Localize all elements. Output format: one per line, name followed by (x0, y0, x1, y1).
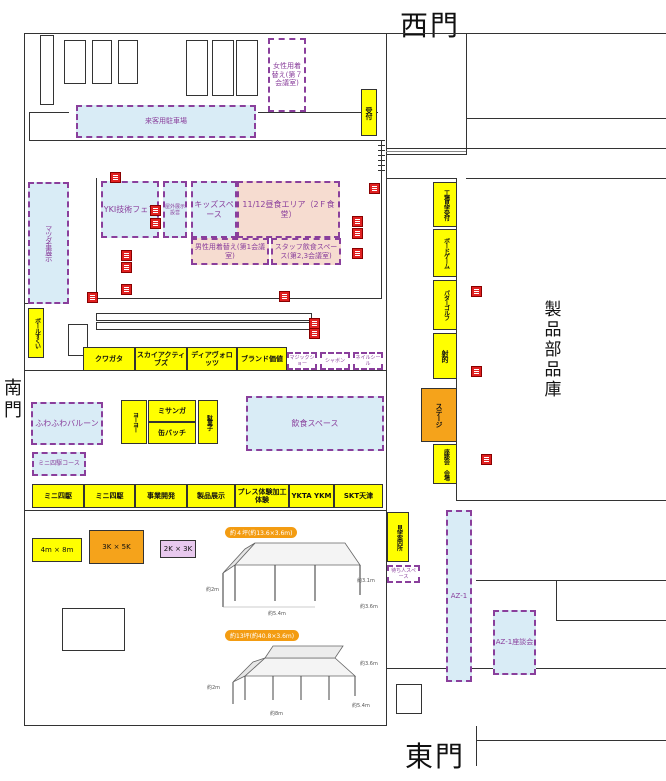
extinguisher-icon (352, 248, 363, 259)
reception-booth: 受付 (361, 89, 377, 136)
extinguisher-icon (481, 454, 492, 465)
booth-row-item: ミニ四駆 (32, 484, 84, 508)
tent-3x5-legend: 3K × 5K (89, 530, 144, 564)
tent-2x3-legend: 2K × 3K (160, 540, 196, 558)
tent1-dim: 約3.6m (360, 604, 378, 610)
puffy-balloon-zone: ふわふわバルーン (31, 402, 103, 445)
shooting-booth: 射的 (433, 333, 457, 379)
mazda-exhibit-zone: マツダ車展示 (28, 182, 69, 304)
extinguisher-icon (352, 228, 363, 239)
extinguisher-icon (150, 205, 161, 216)
west-gate-label: 西門 (400, 9, 461, 42)
tent-4x8-legend: 4m × 8m (32, 538, 82, 562)
booth-row-item: ミニ四駆 (84, 484, 135, 508)
booth-row-item: プレス体験加工体験 (235, 484, 289, 508)
extinguisher-icon (121, 262, 132, 273)
tent2-label: 約13坪(約40.8×3.6m) (225, 630, 300, 641)
extinguisher-icon (150, 218, 161, 229)
extinguisher-icon (471, 286, 482, 297)
extinguisher-icon (309, 328, 320, 339)
staff-eating-zone: スタッフ飲食スペース(第2,3会議室) (271, 238, 341, 265)
tent2-dim: 約8m (270, 711, 284, 717)
tiny-zone-3: ネイルシール (353, 352, 383, 370)
tent1-dim: 約5.4m (268, 611, 286, 617)
extinguisher-icon (110, 172, 121, 183)
candy-booth: 駄菓子 (198, 400, 218, 444)
tent2-dim: 約2m (207, 685, 221, 691)
booth-row-item: 製品展示 (187, 484, 235, 508)
tent2-dim: 約5.4m (352, 703, 370, 709)
booth-row-item: SKT天津 (334, 484, 383, 508)
factory-tour-reception-booth: 工場見学受付 (433, 182, 457, 227)
tent2-diagram (232, 645, 357, 704)
warehouse-label: 製品部品庫 (544, 300, 562, 400)
tent1-label: 約４坪(約13.6×3.6m) (225, 527, 298, 538)
east-gate-label: 東門 (405, 740, 466, 773)
tent2-dim: 約3.6m (360, 661, 378, 667)
stage-booth: ステージ (421, 388, 457, 442)
booth-row-item: 事業開発 (135, 484, 187, 508)
extinguisher-icon (121, 284, 132, 295)
kuwagata-booth: クワガタ (83, 347, 135, 371)
visitor-parking-zone: 来客用駐車場 (76, 105, 256, 138)
yoyo-booth: ヨーヨー (121, 400, 147, 444)
brand-value-booth: ブランド価値 (237, 347, 287, 371)
ball-toss-booth: ボールすくい (28, 308, 44, 358)
extinguisher-icon (471, 366, 482, 377)
womens-changing-zone: 女性用着替え(第７会議室) (268, 38, 306, 112)
tiny-zone-2: シャボン (320, 352, 350, 370)
skyactives-booth: スカイアクティブズ (135, 347, 187, 371)
az1-top-zone: AZ-1 (446, 510, 472, 682)
eating-space-zone: 飲食スペース (246, 396, 384, 451)
az1-talk-zone: AZ-1座談会 (493, 610, 536, 675)
lunch-area-zone: 11/12昼食エリア（2Ｆ食堂） (237, 181, 340, 238)
tent1-dim: 約3.1m (357, 578, 375, 584)
south-gate-label: 南門 (4, 378, 22, 421)
yki-fair-zone: YKI技術フェア (101, 181, 159, 238)
can-badge-booth: 缶バッチ (148, 422, 196, 444)
tent-small-top-zone: 屋外展示設営 (163, 181, 187, 238)
mens-changing-zone: 男性用着替え(第1会議室) (191, 238, 269, 265)
waiting-space-zone: 待ち人スペース (387, 565, 420, 583)
extinguisher-icon (87, 292, 98, 303)
talk-venue-booth: 座談会 会場 (433, 444, 457, 484)
tent1-diagram (222, 542, 361, 608)
tour-guide-booth: 見学案内所 (387, 512, 409, 562)
tiny-zone-1: マジックショー (287, 352, 317, 370)
kids-zone: キッズスペース (191, 181, 237, 238)
putter-golf-booth: パターゴルフ (433, 280, 457, 330)
misanga-booth: ミサンガ (148, 400, 196, 422)
tent1-dim: 約2m (206, 587, 220, 593)
board-game-booth: ボードゲーム (433, 229, 457, 277)
diavolotz-booth: ディアヴォロッツ (187, 347, 237, 371)
extinguisher-icon (279, 291, 290, 302)
extinguisher-icon (121, 250, 132, 261)
mini4wd-course-zone: ミニ四駆コース (32, 452, 86, 476)
extinguisher-icon (369, 183, 380, 194)
booth-row-item: YKTA YKM (289, 484, 334, 508)
extinguisher-icon (352, 216, 363, 227)
